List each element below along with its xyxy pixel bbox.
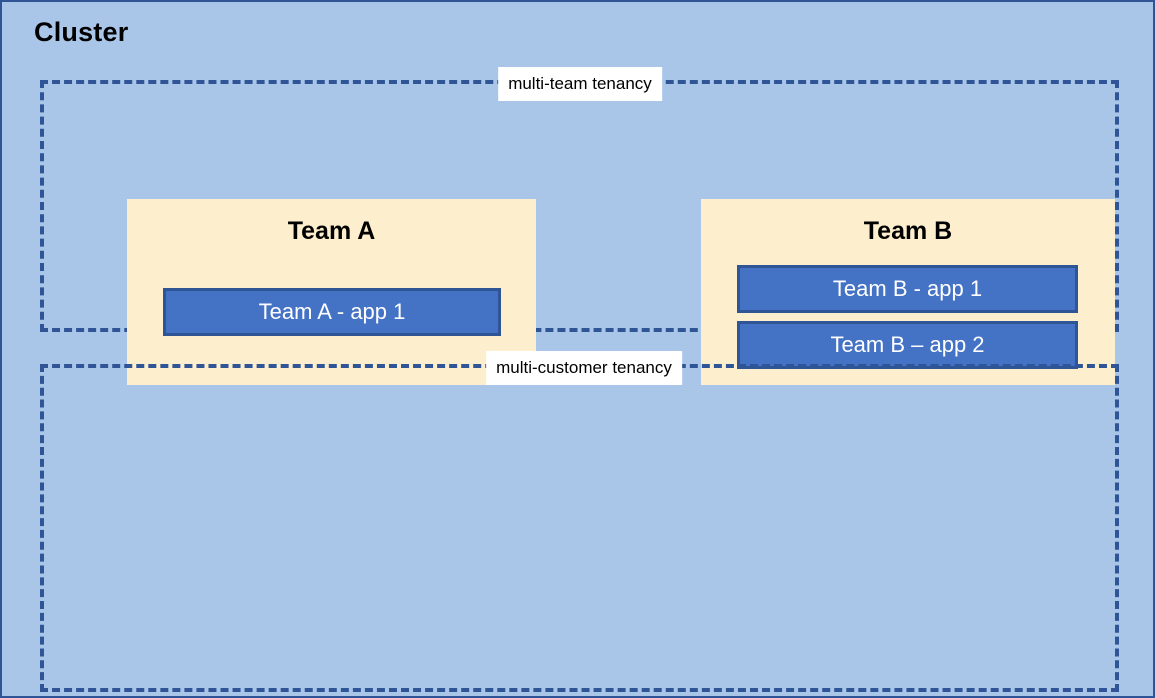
app-box-team-b-app-2[interactable]: Team B – app 2	[737, 321, 1078, 369]
tenancy-label-multi-customer: multi-customer tenancy	[486, 351, 682, 385]
team-title-team-a: Team A	[287, 217, 376, 245]
team-box-team-b: Team B Team B - app 1 Team B – app 2	[701, 199, 1115, 385]
app-box-team-a-app-1[interactable]: Team A - app 1	[163, 288, 501, 336]
page-title: Cluster	[34, 17, 129, 47]
tenancy-container-multi-team: multi-team tenancy Team A Team A - app 1…	[40, 67, 1119, 385]
team-title-team-b: Team B	[863, 217, 953, 245]
app-box-team-b-app-1[interactable]: Team B - app 1	[737, 265, 1078, 313]
team-box-team-a: Team A Team A - app 1	[127, 199, 536, 385]
tenancy-container-multi-customer: multi-customer tenancy Team C Team C – a…	[40, 351, 1119, 692]
tenancy-label-multi-team: multi-team tenancy	[498, 67, 662, 101]
